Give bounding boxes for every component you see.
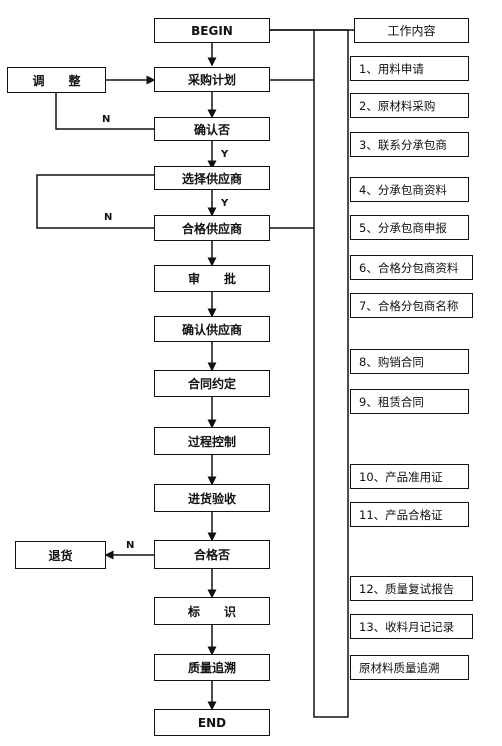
- select-supplier-box: 选择供应商: [154, 166, 270, 190]
- work-item: 4、分承包商资料: [350, 177, 469, 202]
- branch-label-n: N: [102, 114, 111, 125]
- branch-label-y: Y: [221, 198, 229, 209]
- work-item: 10、产品准用证: [350, 464, 469, 489]
- label-box: 标 识: [154, 597, 270, 625]
- work-item: 6、合格分包商资料: [350, 255, 473, 280]
- branch-label-n: N: [104, 212, 113, 223]
- work-item: 5、分承包商申报: [350, 215, 469, 240]
- work-item: 7、合格分包商名称: [350, 293, 473, 318]
- approve-box: 审 批: [154, 265, 270, 292]
- contract-box: 合同约定: [154, 370, 270, 397]
- qualified-decision-box: 合格否: [154, 540, 270, 569]
- begin-box: BEGIN: [154, 18, 270, 43]
- work-item: 原材料质量追溯: [350, 655, 469, 680]
- work-item: 9、租赁合同: [350, 389, 469, 414]
- return-goods-box: 退货: [15, 541, 106, 569]
- qualified-supplier-box: 合格供应商: [154, 215, 270, 241]
- confirm-supplier-box: 确认供应商: [154, 316, 270, 342]
- end-box: END: [154, 709, 270, 736]
- purchase-plan-box: 采购计划: [154, 67, 270, 92]
- branch-label-y: Y: [221, 149, 229, 160]
- work-item: 2、原材料采购: [350, 93, 469, 118]
- branch-label-n: N: [126, 540, 135, 551]
- work-item: 1、用料申请: [350, 56, 469, 81]
- acceptance-box: 进货验收: [154, 484, 270, 512]
- work-content-header: 工作内容: [354, 18, 469, 43]
- work-item: 12、质量复试报告: [350, 576, 473, 601]
- work-item: 11、产品合格证: [350, 502, 469, 527]
- quality-trace-box: 质量追溯: [154, 654, 270, 681]
- adjust-box: 调 整: [7, 67, 106, 93]
- confirm-decision-box: 确认否: [154, 117, 270, 141]
- work-item: 3、联系分承包商: [350, 132, 469, 157]
- process-control-box: 过程控制: [154, 427, 270, 455]
- work-item: 13、收料月记记录: [350, 614, 473, 639]
- work-item: 8、购销合同: [350, 349, 469, 374]
